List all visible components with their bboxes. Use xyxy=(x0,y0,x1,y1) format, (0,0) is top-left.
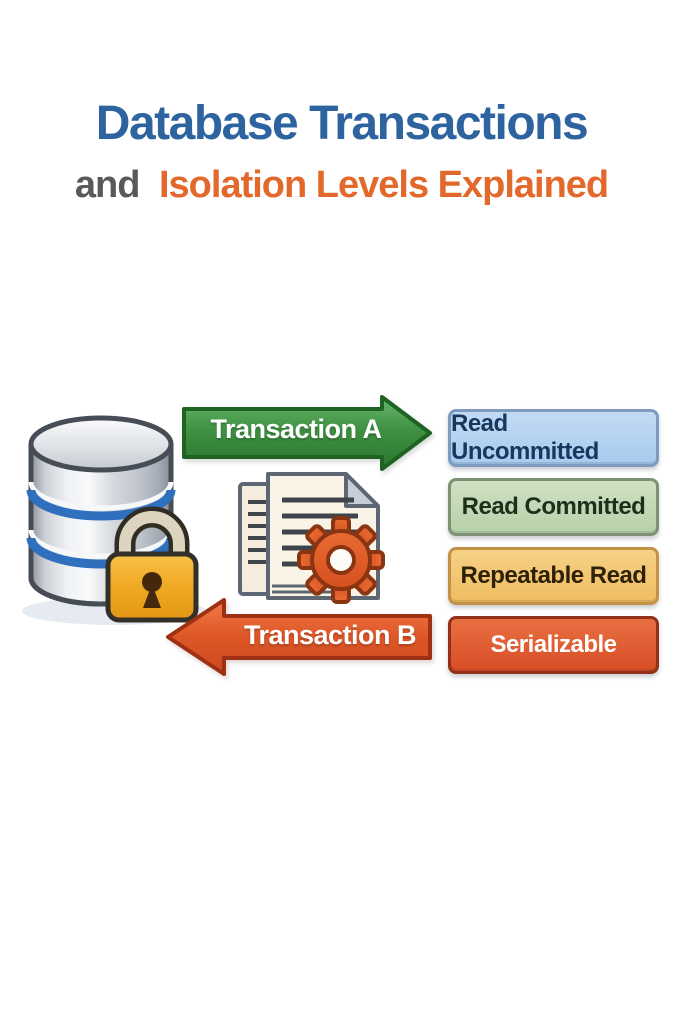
transaction-b-label: Transaction B xyxy=(243,620,417,650)
padlock-icon xyxy=(105,506,199,623)
transaction-b-arrow xyxy=(166,598,432,676)
isolation-level-repeatable-read: Repeatable Read xyxy=(448,547,659,605)
isolation-level-serializable: Serializable xyxy=(448,616,659,674)
isolation-level-read-uncommitted: Read Uncommitted xyxy=(448,409,659,467)
documents-gear-icon xyxy=(238,472,385,604)
database-lock-icon xyxy=(22,415,206,625)
isolation-levels-list: Read Uncommitted Read Committed Repeatab… xyxy=(448,409,659,685)
title-line2: and Isolation Levels Explained xyxy=(0,163,683,207)
title-line1: Database Transactions xyxy=(95,97,589,150)
title-line2-main: Isolation Levels Explained xyxy=(158,163,609,206)
isolation-level-read-committed: Read Committed xyxy=(448,478,659,536)
transaction-a-arrow xyxy=(182,395,432,471)
page-title: Database Transactions and Isolation Leve… xyxy=(0,97,683,207)
transaction-a-label: Transaction A xyxy=(210,414,382,444)
title-line2-prefix: and xyxy=(74,163,141,206)
gear-icon xyxy=(297,516,385,604)
